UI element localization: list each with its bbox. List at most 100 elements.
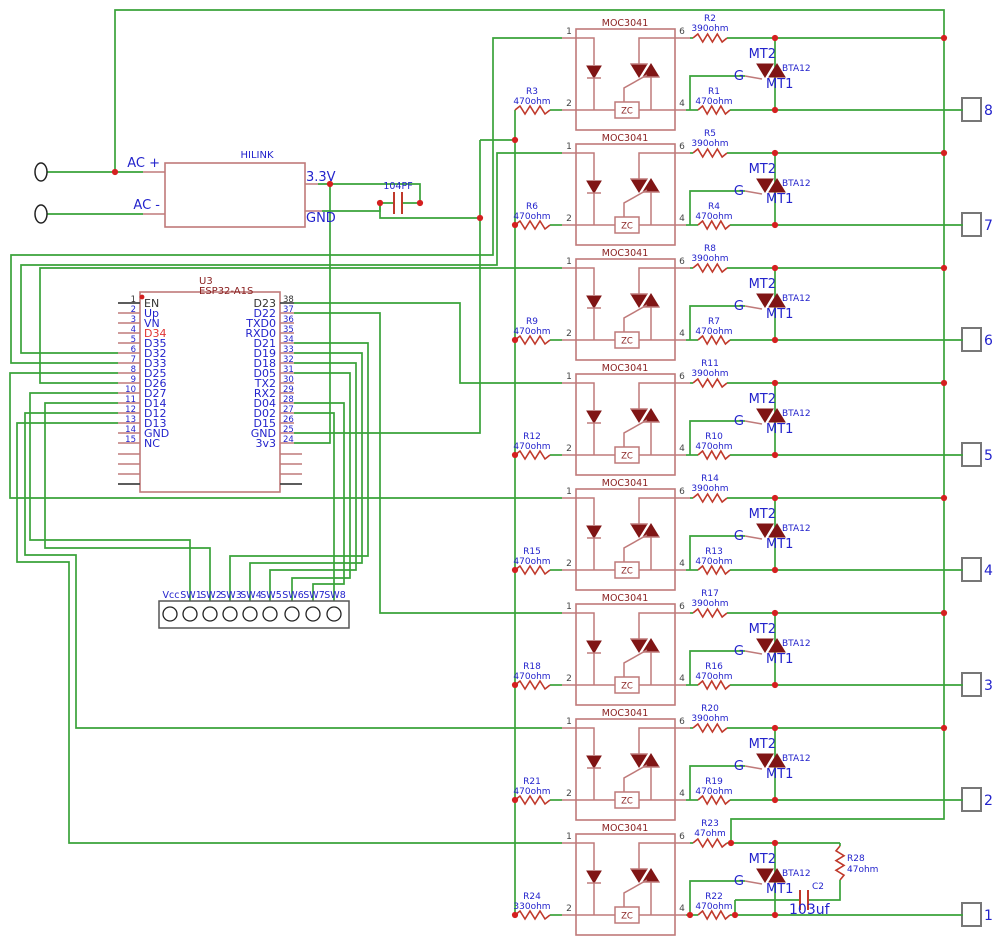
resistor[interactable]	[834, 845, 846, 881]
resistor[interactable]	[692, 837, 728, 849]
gpio-d05-sw6[interactable]	[291, 372, 351, 607]
resistor[interactable]	[697, 794, 731, 806]
gate-wire[interactable]	[689, 305, 745, 340]
triac-triangle	[768, 753, 786, 768]
resistor[interactable]	[514, 219, 551, 231]
resistor[interactable]	[692, 262, 728, 274]
resistor[interactable]	[692, 607, 728, 619]
hilink-module[interactable]	[164, 162, 306, 228]
resistor-ref: R14	[701, 474, 719, 484]
gpio-d21-sw3[interactable]	[229, 342, 369, 607]
junction-dot	[727, 839, 735, 847]
output-connector-1[interactable]	[961, 902, 982, 927]
switch-pad-sw3[interactable]	[222, 606, 238, 622]
resistor[interactable]	[514, 909, 551, 921]
switch-pad-vcc[interactable]	[162, 606, 178, 622]
gnd-drop[interactable]	[379, 203, 480, 219]
connector-number: 7	[984, 218, 993, 234]
switch-label: SW3	[220, 590, 241, 601]
ac-line-rail[interactable]	[114, 9, 945, 843]
gpio-d22-ch3[interactable]	[294, 312, 562, 614]
output-connector-4[interactable]	[961, 557, 982, 582]
switch-pad-sw8[interactable]	[326, 606, 342, 622]
junction-dot	[686, 911, 694, 919]
resistor[interactable]	[514, 564, 551, 576]
switch-pad-sw2[interactable]	[202, 606, 218, 622]
gate-wire[interactable]	[689, 190, 745, 225]
esp32-pin-number: 24	[283, 435, 294, 445]
gate-wire[interactable]	[689, 650, 745, 685]
output-connector-5[interactable]	[961, 442, 982, 467]
resistor[interactable]	[514, 449, 551, 461]
ac-minus-label: AC -	[133, 198, 160, 213]
esp32-pin-number: 32	[283, 355, 294, 365]
v33-to-esp32[interactable]	[294, 184, 331, 444]
esp32-chip[interactable]	[139, 291, 281, 493]
gpio-d25-ch4[interactable]	[9, 372, 562, 499]
resistor[interactable]	[697, 334, 731, 346]
gpio-d23-ch5[interactable]	[294, 302, 562, 384]
resistor[interactable]	[692, 377, 728, 389]
gpio-d26-ch6[interactable]	[39, 267, 562, 384]
gate-wire[interactable]	[689, 535, 745, 570]
gate-wire[interactable]	[689, 420, 745, 455]
zc-label: ZC	[621, 222, 633, 232]
resistor[interactable]	[514, 679, 551, 691]
opto-pin-number: 4	[679, 329, 685, 339]
switch-pad-sw5[interactable]	[262, 606, 278, 622]
output-connector-2[interactable]	[961, 787, 982, 812]
gpio-d19-sw4[interactable]	[249, 352, 363, 607]
resistor[interactable]	[692, 147, 728, 159]
snubber-wire[interactable]	[808, 880, 841, 901]
triac-triangle	[756, 63, 774, 78]
resistor[interactable]	[514, 794, 551, 806]
gnd-wire[interactable]	[322, 202, 394, 212]
switch-pad-sw7[interactable]	[305, 606, 321, 622]
esp32-ref: U3	[199, 276, 213, 287]
gpio-d02-sw8[interactable]	[294, 412, 335, 607]
resistor[interactable]	[697, 909, 731, 921]
gpio-d32-ch7[interactable]	[20, 152, 562, 354]
triac-triangle	[756, 523, 774, 538]
gate-wire[interactable]	[689, 75, 745, 110]
ac-input-terminal-1[interactable]	[34, 162, 48, 182]
gpio-d12-ch2[interactable]	[24, 412, 562, 729]
switch-pad-sw1[interactable]	[182, 606, 198, 622]
resistor[interactable]	[514, 334, 551, 346]
resistor[interactable]	[697, 219, 731, 231]
resistor-value: 390ohm	[691, 254, 728, 264]
gpio-d18-sw5[interactable]	[269, 362, 357, 607]
gpio-d14-sw2[interactable]	[44, 402, 211, 607]
switch-pad-sw6[interactable]	[284, 606, 300, 622]
junction-dot	[511, 136, 519, 144]
opto-pin-number: 2	[566, 99, 572, 109]
gpio-d33-ch8[interactable]	[10, 37, 562, 364]
resistor[interactable]	[697, 564, 731, 576]
component-lead	[623, 649, 648, 677]
resistor[interactable]	[697, 679, 731, 691]
resistor[interactable]	[514, 104, 551, 116]
resistor[interactable]	[692, 492, 728, 504]
resistor[interactable]	[692, 722, 728, 734]
resistor[interactable]	[697, 104, 731, 116]
gate-wire[interactable]	[689, 880, 745, 915]
output-connector-7[interactable]	[961, 212, 982, 237]
gpio-d04-sw7[interactable]	[294, 402, 345, 607]
zc-label: ZC	[621, 797, 633, 807]
resistor[interactable]	[697, 449, 731, 461]
resistor-value: 330ohm	[513, 902, 550, 912]
gpio-d13-ch1[interactable]	[16, 422, 562, 844]
gate-wire[interactable]	[689, 765, 745, 800]
ac-input-terminal-2[interactable]	[34, 204, 48, 224]
zc-label: ZC	[621, 912, 633, 922]
triac-triangle	[756, 408, 774, 423]
v33-wire[interactable]	[318, 183, 421, 204]
esp32-pin-name: D12	[144, 407, 166, 420]
gpio-d27-sw1[interactable]	[29, 392, 191, 607]
output-connector-6[interactable]	[961, 327, 982, 352]
junction-dot	[940, 149, 948, 157]
switch-pad-sw4[interactable]	[242, 606, 258, 622]
output-connector-8[interactable]	[961, 97, 982, 122]
output-connector-3[interactable]	[961, 672, 982, 697]
resistor[interactable]	[692, 32, 728, 44]
